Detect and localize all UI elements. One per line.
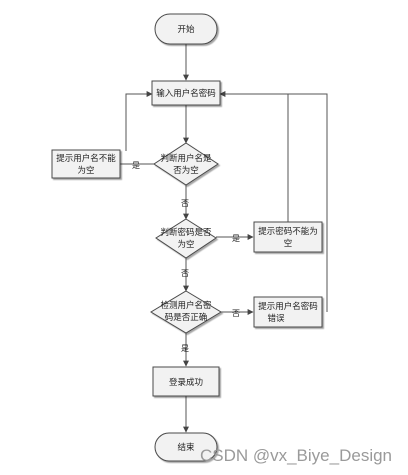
prompt-password-line-2: 空	[284, 238, 293, 249]
prompt-username-line-2: 为空	[77, 165, 94, 176]
prompt-wrong-line-1: 提示用户名密码	[258, 301, 318, 312]
check-password-line-2: 为空	[177, 239, 194, 250]
prompt-username-line-1: 提示用户名不能	[56, 153, 116, 164]
yes-label-password: 是	[232, 234, 240, 243]
verify-line-1: 检测用户名密	[160, 300, 212, 311]
edge-username-prompt-return	[125, 91, 153, 151]
no-label-verify: 否	[232, 309, 240, 318]
node-check-username: 判断用户名是 否为空	[153, 142, 219, 186]
yes-label-username: 是	[132, 161, 140, 170]
node-start: 开始	[154, 13, 218, 45]
login-success-label: 登录成功	[169, 377, 203, 388]
end-label: 结束	[177, 442, 195, 453]
node-verify-credentials: 检测用户名密 码是否正确	[150, 290, 222, 334]
verify-line-2: 码是否正确	[165, 312, 208, 323]
node-end: 结束	[154, 432, 218, 462]
node-prompt-password-empty: 提示密码不能为 空	[253, 221, 323, 253]
start-label: 开始	[177, 24, 195, 35]
edge-wrong-prompt-return	[219, 91, 328, 312]
prompt-password-line-1: 提示密码不能为	[258, 226, 318, 237]
node-input: 输入用户名密码	[151, 80, 221, 106]
node-prompt-credentials-wrong: 提示用户名密码 错误	[253, 296, 323, 328]
yes-label-verify: 是	[181, 344, 189, 353]
prompt-wrong-line-2: 错误	[267, 313, 285, 324]
check-username-line-2: 否为空	[173, 165, 199, 176]
check-password-line-1: 判断密码是否	[160, 227, 212, 238]
input-label: 输入用户名密码	[156, 88, 216, 99]
node-prompt-username-empty: 提示用户名不能 为空	[51, 149, 121, 179]
edge-password-prompt-return	[220, 93, 289, 222]
node-login-success: 登录成功	[152, 366, 220, 397]
no-label-password: 否	[181, 269, 189, 278]
node-check-password: 判断密码是否 为空	[155, 218, 217, 259]
watermark-text: CSDN @vx_Biye_Design	[200, 446, 392, 465]
no-label-username: 否	[181, 199, 189, 208]
edges	[105, 44, 328, 433]
check-username-line-1: 判断用户名是	[160, 153, 212, 164]
